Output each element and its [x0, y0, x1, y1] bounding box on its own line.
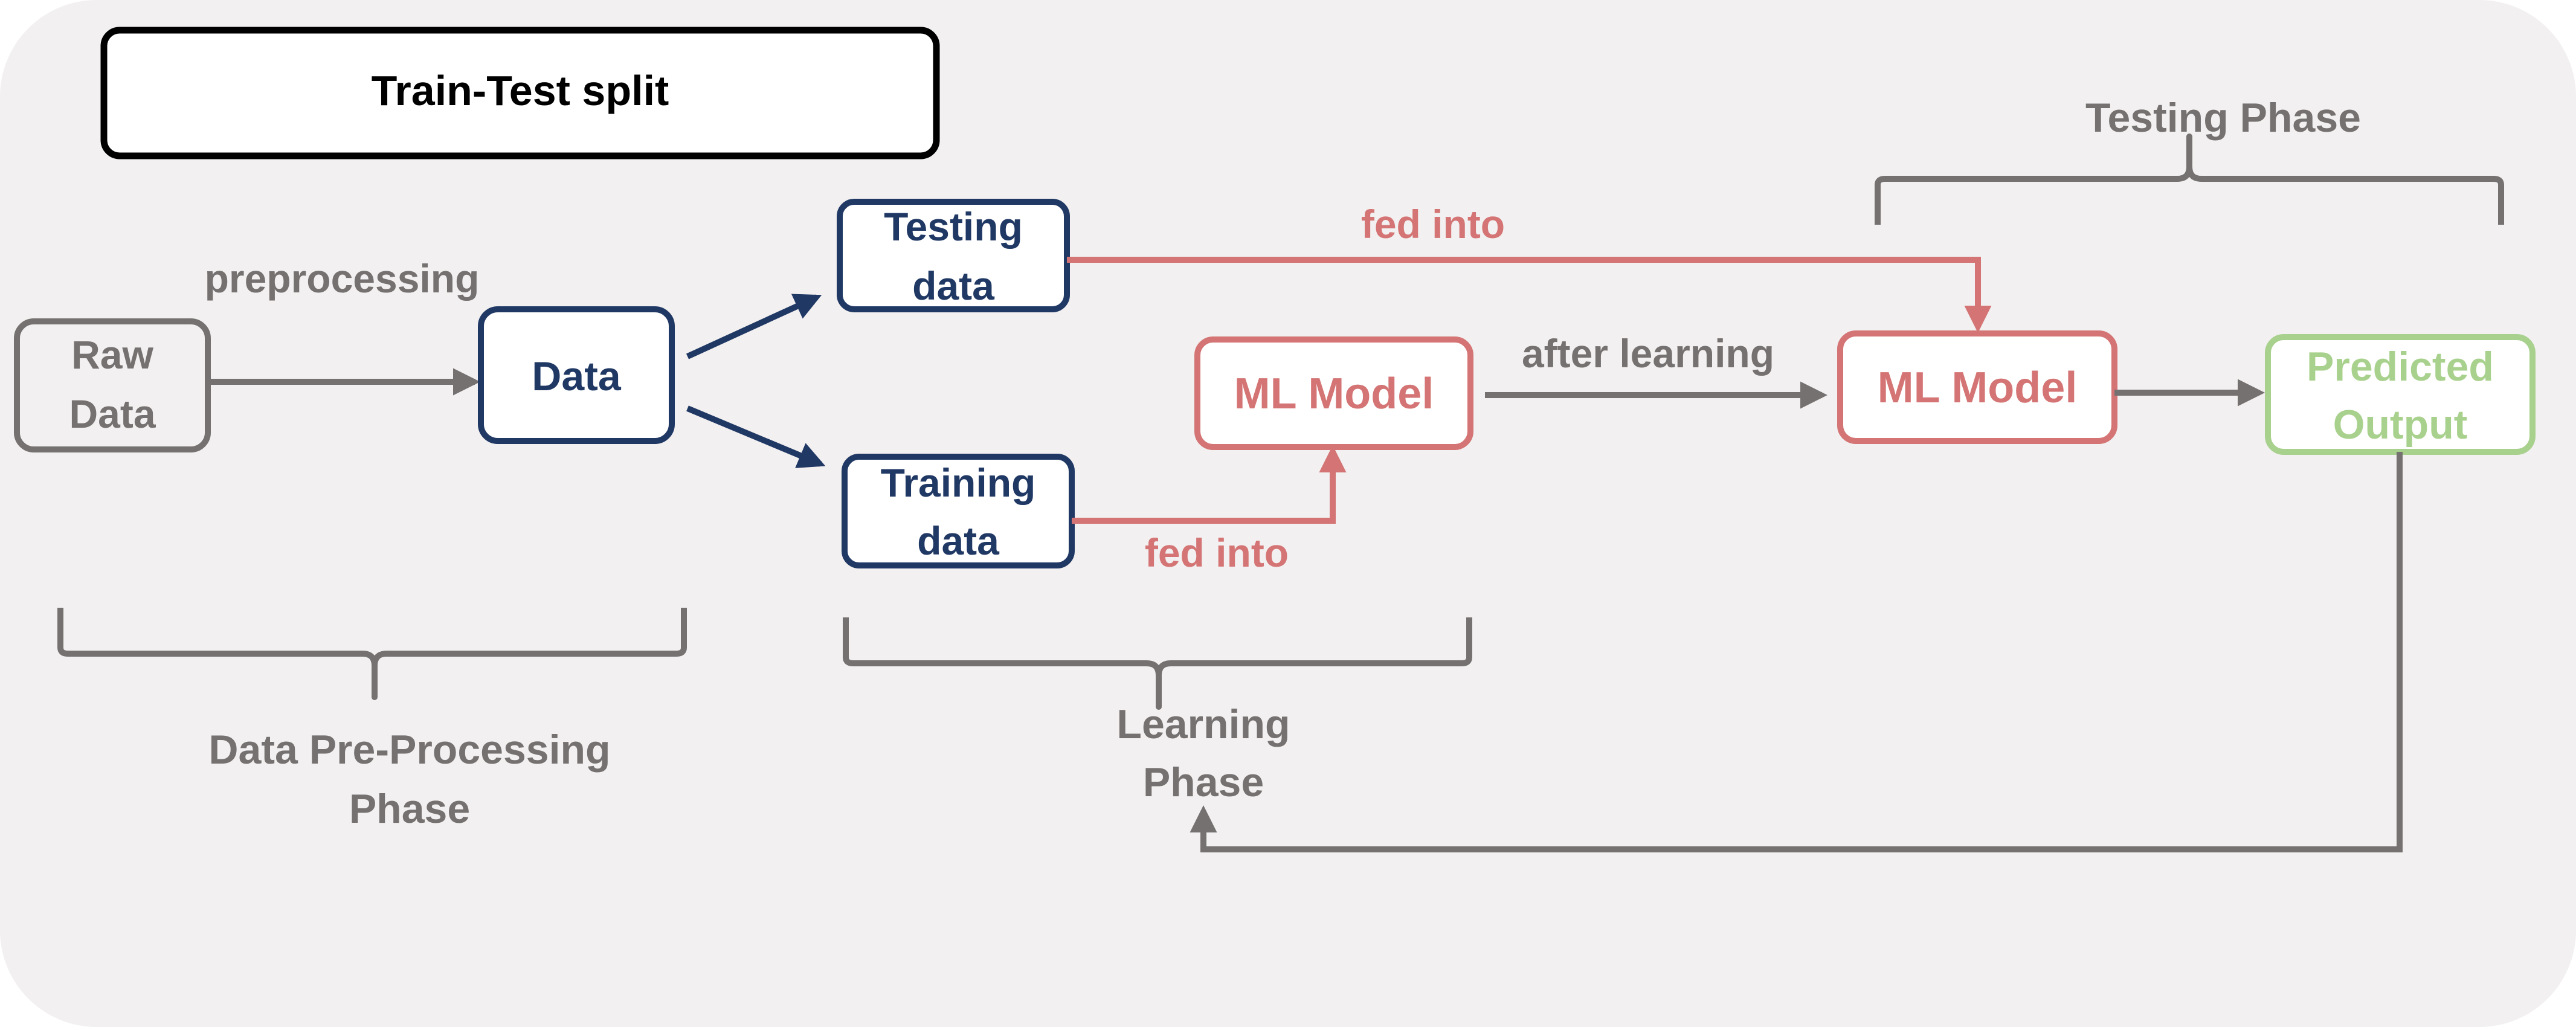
brace-learning — [843, 617, 1472, 710]
node-predicted-output: Predicted Output — [2265, 334, 2536, 455]
node-ml-model-learning-label: ML Model — [1234, 370, 1434, 418]
node-testing-data: Testing data — [837, 199, 1070, 312]
phase-preprocessing-line2: Phase — [349, 786, 470, 832]
node-training-data-line1: Training — [881, 460, 1036, 505]
edge-label-fed-into-train: fed into — [1145, 530, 1289, 575]
node-predicted-output-line1: Predicted — [2307, 344, 2494, 390]
phase-testing-label: Testing Phase — [2085, 95, 2361, 141]
node-ml-model-testing: ML Model — [1837, 330, 2117, 444]
node-testing-data-line2: data — [912, 263, 995, 308]
title-box: Train-Test split — [100, 27, 940, 159]
node-testing-data-line1: Testing — [884, 204, 1023, 249]
node-raw-data: Raw Data — [14, 318, 211, 452]
arrow-data-to-training — [686, 405, 826, 468]
arrow-feedback-loop — [1190, 452, 2403, 852]
edge-label-preprocessing: preprocessing — [205, 256, 480, 301]
arrow-training-to-ml-model — [1072, 445, 1347, 524]
phase-preprocessing-line1: Data Pre-Processing — [208, 727, 610, 773]
node-raw-data-line1: Raw — [71, 332, 153, 377]
brace-testing — [1875, 134, 2504, 225]
arrow-data-to-testing — [686, 294, 822, 359]
edge-label-after-learning: after learning — [1522, 331, 1774, 376]
node-training-data-line2: data — [917, 518, 1000, 563]
node-raw-data-line2: Data — [69, 391, 156, 436]
node-data-label: Data — [532, 353, 622, 399]
edge-label-fed-into-test: fed into — [1361, 202, 1505, 246]
node-data: Data — [478, 306, 675, 444]
node-ml-model-learning: ML Model — [1194, 336, 1473, 450]
phase-learning-line2: Phase — [1143, 759, 1264, 805]
title-text: Train-Test split — [372, 67, 669, 114]
node-ml-model-testing-label: ML Model — [1878, 364, 2078, 412]
node-predicted-output-line2: Output — [2333, 402, 2468, 448]
arrow-testing-to-ml-model — [1067, 257, 1992, 333]
brace-preprocessing — [57, 608, 687, 700]
node-training-data: Training data — [842, 454, 1075, 568]
phase-learning-line1: Learning — [1116, 701, 1290, 747]
